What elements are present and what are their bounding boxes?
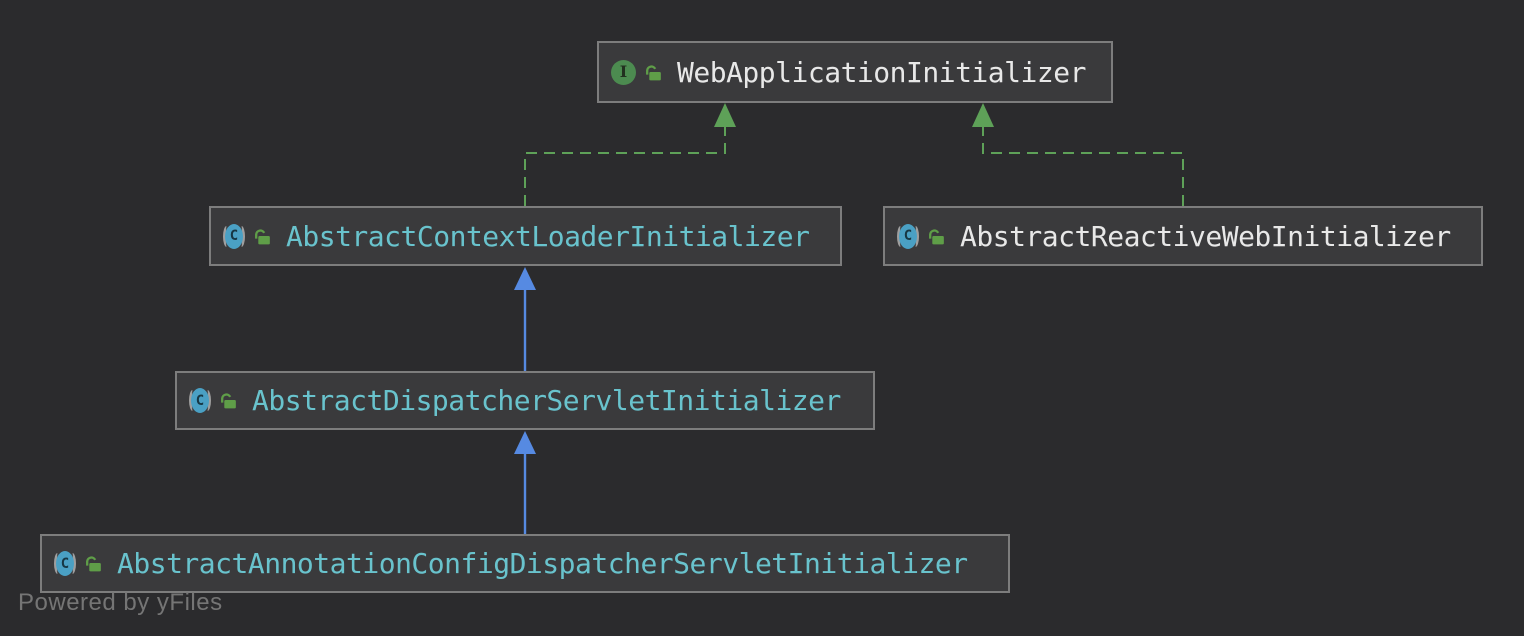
class-name-label: AbstractContextLoaderInitializer xyxy=(286,219,810,253)
edge-extends-annotationconfig-to-dispatcherservlet[interactable] xyxy=(514,431,536,534)
unlocked-icon xyxy=(255,228,270,244)
class-icon-letter: C xyxy=(195,392,205,409)
edge-implements-reactiveweb-to-webapplicationinitializer[interactable] xyxy=(972,103,1184,206)
edge-extends-dispatcherservlet-to-contextloader[interactable] xyxy=(514,267,536,371)
unlocked-icon xyxy=(646,64,661,80)
class-icon-letter: C xyxy=(229,228,239,244)
unlocked-icon xyxy=(221,393,236,409)
abstract-icon-right-paren xyxy=(238,225,245,247)
abstract-icon-left-paren xyxy=(223,225,230,247)
class-name-label: AbstractReactiveWebInitializer xyxy=(960,219,1451,253)
unlocked-icon xyxy=(86,556,101,572)
abstract-icon-left-paren xyxy=(897,225,904,247)
interface-icon: I xyxy=(611,59,636,85)
yfiles-watermark: Powered by yFiles xyxy=(18,589,223,616)
class-node-abstractdispatcherservletinitializer[interactable]: C AbstractDispatcherServletInitializer xyxy=(175,371,875,430)
class-icon-letter: C xyxy=(60,555,70,572)
abstract-icon-right-paren xyxy=(912,225,919,247)
edge-implements-contextloader-to-webapplicationinitializer[interactable] xyxy=(524,103,736,206)
abstract-icon-left-paren xyxy=(54,553,61,574)
abstract-class-icon: C xyxy=(54,551,76,576)
class-node-abstractcontextloaderinitializer[interactable]: C AbstractContextLoaderInitializer xyxy=(209,206,842,266)
abstract-class-icon: C xyxy=(223,223,245,249)
class-name-label: WebApplicationInitializer xyxy=(677,55,1086,89)
class-node-abstractannotationconfigdispatcherservletinitializer[interactable]: C AbstractAnnotationConfigDispatcherServ… xyxy=(40,534,1010,593)
class-name-label: AbstractAnnotationConfigDispatcherServle… xyxy=(117,547,968,580)
abstract-class-icon: C xyxy=(189,388,211,413)
abstract-class-icon: C xyxy=(897,223,919,249)
class-node-abstractreactivewebinitializer[interactable]: C AbstractReactiveWebInitializer xyxy=(883,206,1483,266)
abstract-icon-right-paren xyxy=(204,390,211,411)
class-node-webapplicationinitializer[interactable]: I WebApplicationInitializer xyxy=(597,41,1113,103)
abstract-icon-right-paren xyxy=(69,553,76,574)
class-icon-letter: C xyxy=(903,228,913,244)
abstract-icon-left-paren xyxy=(189,390,196,411)
unlocked-icon xyxy=(929,228,944,244)
class-name-label: AbstractDispatcherServletInitializer xyxy=(252,384,841,417)
interface-icon-letter: I xyxy=(619,62,628,81)
